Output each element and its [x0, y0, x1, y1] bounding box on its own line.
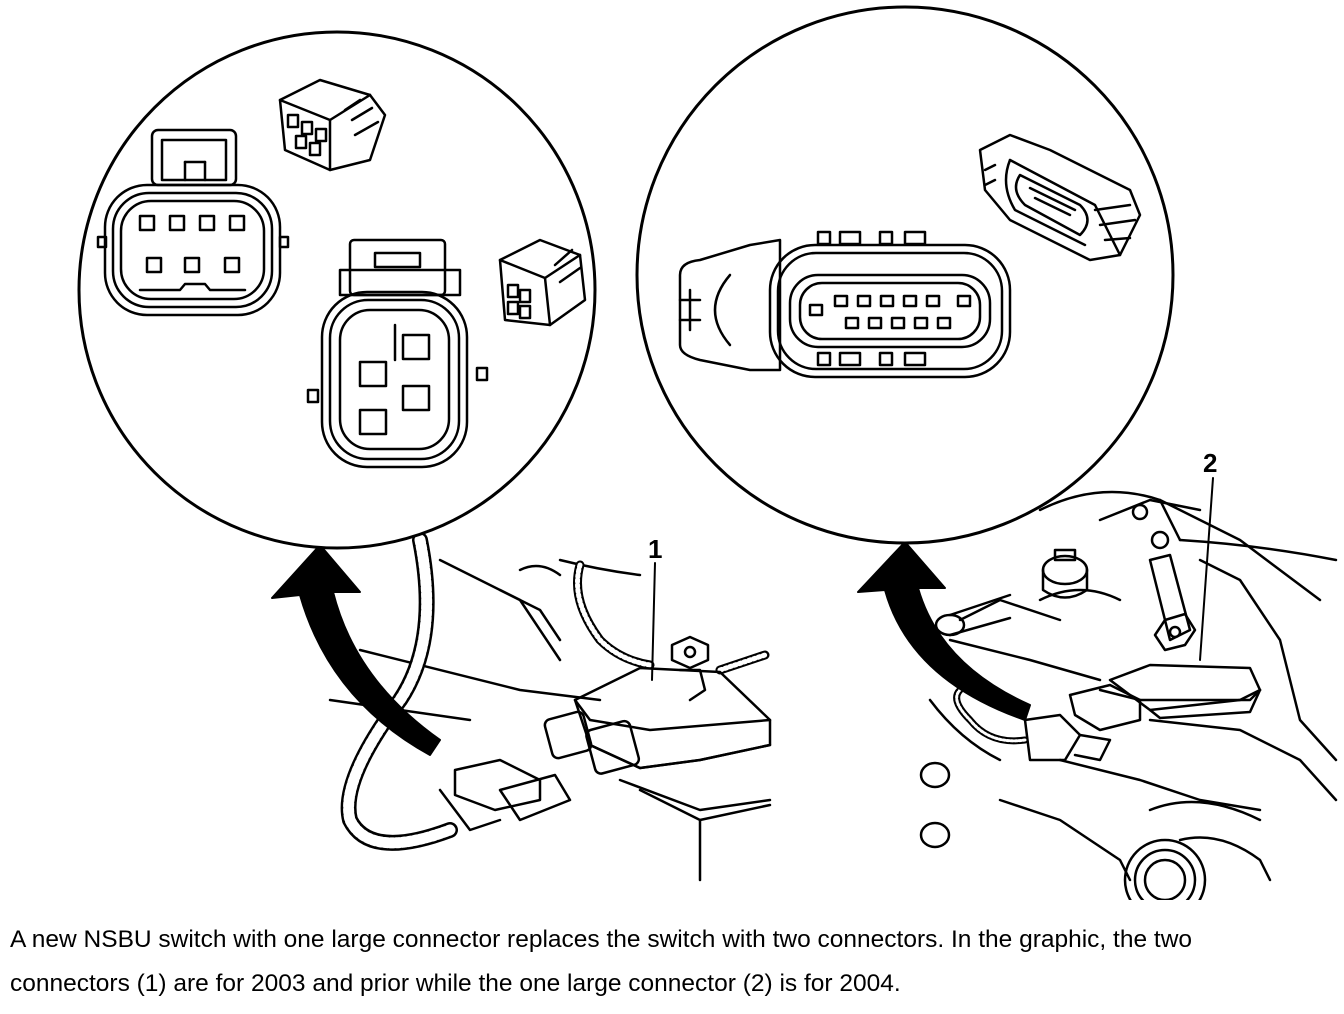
connector-face-4-pin: [306, 238, 489, 469]
caption-line-2: connectors (1) are for 2003 and prior wh…: [10, 970, 901, 997]
mounting-bolt: [670, 635, 710, 670]
callout-label-2: 2: [1203, 448, 1217, 478]
caption-line-1: A new NSBU switch with one large connect…: [10, 926, 1193, 953]
nsbu-switch-body-right: [1108, 663, 1262, 712]
left-engine-bay-drawing: [328, 532, 772, 882]
connector-face-large-multi-pin: [678, 230, 1012, 379]
nsbu-switch-body-left: [573, 666, 772, 770]
connector-3d-small-top: [278, 78, 387, 172]
right-detail-circle: [635, 5, 1175, 545]
connector-face-7-pin: [96, 128, 290, 317]
nsbu-switch-illustration: 1: [77, 5, 1338, 900]
curved-arrow-right: [857, 541, 1031, 721]
connector-3d-small-right: [498, 238, 587, 327]
right-transmission-drawing: [919, 490, 1338, 900]
figure-caption: A new NSBU switch with one large connect…: [10, 918, 1340, 1006]
leader-line-1: [651, 562, 656, 681]
callout-label-1: 1: [648, 534, 662, 564]
left-detail-circle: [77, 30, 597, 550]
connector-3d-large: [978, 133, 1142, 262]
leader-line-2: [1199, 477, 1214, 661]
